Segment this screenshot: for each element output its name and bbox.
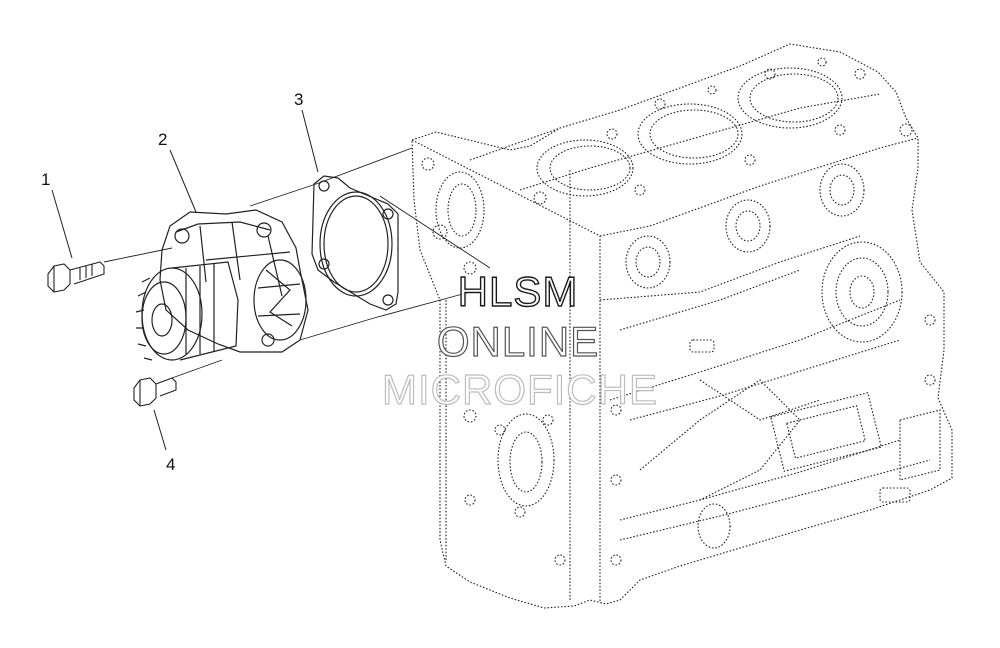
assembly-lines: [103, 147, 491, 379]
callout-3: 3: [294, 90, 304, 109]
bolt-short: [133, 377, 177, 407]
callout-1: 1: [41, 170, 51, 189]
gasket: [311, 175, 399, 311]
leader-lines: [51, 109, 319, 451]
watermark-line-2: ONLINE: [436, 317, 600, 365]
watermark-line-3: MICROFICHE: [381, 365, 658, 413]
bolt-long: [47, 261, 105, 293]
callout-2: 2: [158, 130, 168, 149]
water-pump: [135, 209, 309, 361]
engine-block: [411, 43, 953, 609]
watermark-line-1: HLSM: [457, 267, 579, 315]
callout-4: 4: [166, 455, 176, 474]
